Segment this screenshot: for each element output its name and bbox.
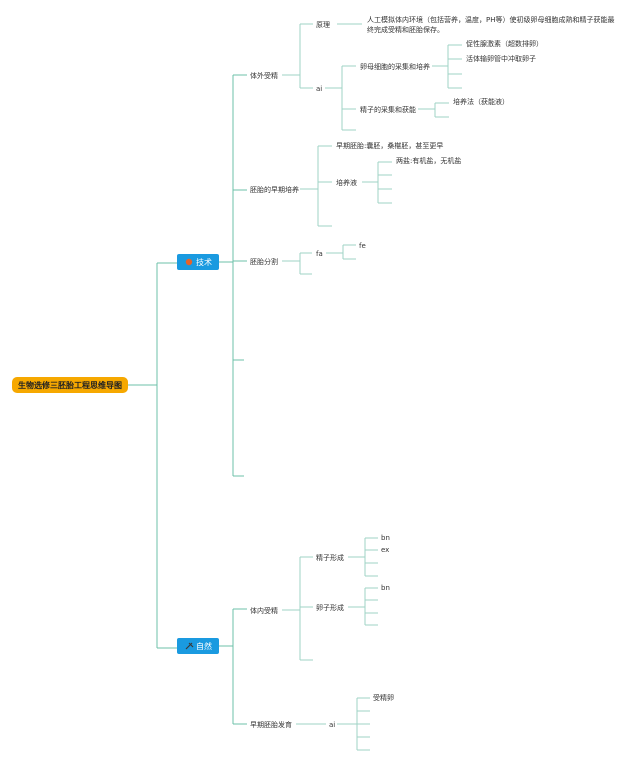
dev-ai-label[interactable]: ai <box>329 721 335 729</box>
dev-ai-connector <box>337 697 370 751</box>
ivf-label[interactable]: 体外受精 <box>250 71 278 80</box>
medium-connector <box>362 161 392 204</box>
ivf-ai-label[interactable]: ai <box>316 85 322 93</box>
dev-item-1: 受精卵 <box>373 693 394 702</box>
split-connector <box>282 252 312 275</box>
connectors <box>128 23 462 751</box>
early-connector <box>300 145 332 227</box>
split-fe-label: fe <box>359 242 366 250</box>
egg-form-item-1: bn <box>381 584 390 592</box>
egg-form-connector <box>348 587 378 626</box>
principle-text-line2: 终完成受精和胚胎保存。 <box>367 25 444 34</box>
sperm-item-1: 培养法（获能液） <box>453 97 509 106</box>
root-label: 生物选修三胚胎工程思维导图 <box>18 380 122 390</box>
oocyte-connector <box>432 44 462 89</box>
early-item-1: 早期胚胎:囊胚，桑椹胚，甚至更早 <box>336 141 443 150</box>
split-label[interactable]: 胚胎分割 <box>250 257 278 266</box>
sperm-form-item-1: bn <box>381 534 390 542</box>
ivf-connector <box>282 23 313 89</box>
sperm-form-connector <box>348 537 378 577</box>
invivo-label[interactable]: 体内受精 <box>250 606 278 615</box>
nature-node[interactable]: 自然 <box>177 638 219 654</box>
nature-connector <box>219 608 247 725</box>
sperm-connector <box>418 102 449 118</box>
principle-label[interactable]: 原理 <box>316 21 330 29</box>
oocyte-label[interactable]: 卵母细胞的采集和培养 <box>360 62 430 71</box>
medium-item-1: 两盐:有机盐，无机盐 <box>396 156 461 165</box>
early-label[interactable]: 胚胎的早期培养 <box>250 185 299 194</box>
sperm-form-item-2: ex <box>381 546 389 554</box>
principle-text-line1: 人工模拟体内环境（包括营养，温度，PH等）使初级卵母细胞成熟和精子获能最 <box>367 15 614 24</box>
medium-label[interactable]: 培养液 <box>336 178 357 187</box>
nature-label: 自然 <box>196 641 212 651</box>
tech-label: 技术 <box>196 257 212 267</box>
gear-icon <box>185 258 193 266</box>
fa-connector <box>326 244 356 260</box>
egg-form-label[interactable]: 卵子形成 <box>316 603 344 612</box>
tech-node[interactable]: 技术 <box>177 254 219 270</box>
oocyte-item-2: 活体输卵管中冲取卵子 <box>466 54 536 63</box>
sperm-label[interactable]: 精子的采集和获能 <box>360 105 416 114</box>
dev-label[interactable]: 早期胚胎发育 <box>250 720 292 729</box>
root-node[interactable]: 生物选修三胚胎工程思维导图 <box>12 377 128 393</box>
tech-connector <box>219 74 247 477</box>
sperm-form-label[interactable]: 精子形成 <box>316 553 344 562</box>
tools-icon <box>185 642 194 650</box>
ai-connector <box>325 65 356 131</box>
invivo-connector <box>282 556 313 661</box>
root-connector <box>128 262 177 649</box>
split-fa-label[interactable]: fa <box>316 250 323 258</box>
oocyte-item-1: 促性腺激素（超数排卵） <box>466 39 543 48</box>
